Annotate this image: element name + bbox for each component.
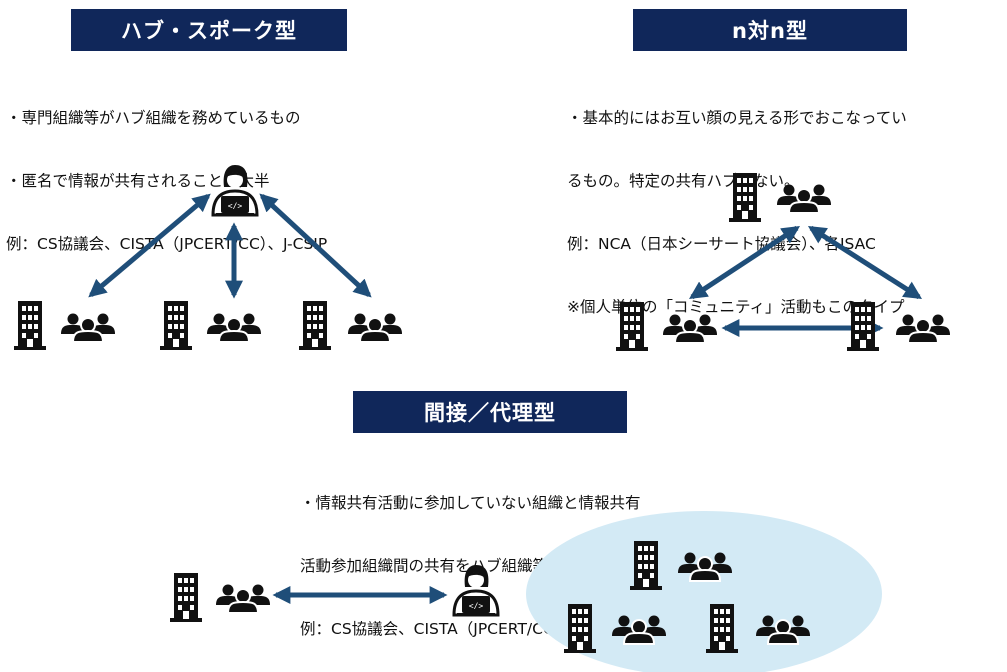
people-icon (662, 313, 718, 344)
building-icon (170, 573, 202, 622)
building-icon (729, 173, 761, 222)
people-icon (776, 183, 832, 214)
indirect-title: 間接／代理型 (353, 391, 627, 433)
building-icon (616, 302, 648, 351)
arrow-hub-to-left (88, 193, 211, 298)
people-icon (206, 312, 262, 343)
n-to-n-title: n対n型 (633, 9, 907, 51)
hub-spoke-title: ハブ・スポーク型 (71, 9, 347, 51)
person-laptop-icon (211, 163, 259, 218)
people-icon (215, 583, 271, 614)
hub-spoke-diagram (14, 163, 403, 350)
building-icon (564, 604, 596, 653)
indirect-line-3: 例：CS協議会、CISTA（JPCERT/CC） (300, 620, 570, 638)
n-to-n-diagram (616, 173, 951, 351)
person-laptop-icon (452, 563, 500, 618)
hub-spoke-line-2: ・匿名で情報が共有されることが大半 (6, 172, 270, 190)
building-icon (630, 541, 662, 590)
indirect-diagram (170, 511, 882, 672)
building-icon (299, 301, 331, 350)
building-icon (14, 301, 46, 350)
building-icon (706, 604, 738, 653)
arrow-hub-to-right (259, 193, 372, 298)
people-icon (347, 312, 403, 343)
indirect-line-1: ・情報共有活動に参加していない組織と情報共有 (300, 494, 641, 512)
people-icon (60, 312, 116, 343)
building-icon (160, 301, 192, 350)
hub-spoke-line-1: ・専門組織等がハブ組織を務めているもの (6, 109, 301, 127)
arrow-top-to-left (688, 225, 801, 300)
building-icon (847, 302, 879, 351)
arrow-top-to-right (807, 225, 923, 300)
n-to-n-line-1: ・基本的にはお互い顔の見える形でおこなってい (567, 109, 907, 127)
people-icon (895, 313, 951, 344)
n-to-n-line-4: ※個人単位の「コミュニティ」活動もこのタイプ (567, 298, 905, 316)
